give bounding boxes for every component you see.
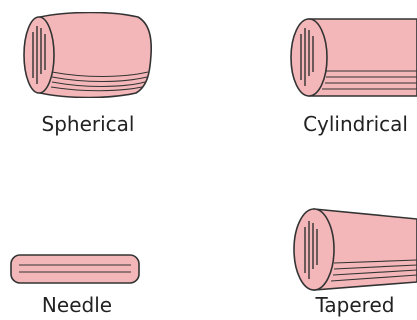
tapered-roller-icon bbox=[290, 207, 417, 292]
spherical-label: Spherical bbox=[20, 112, 156, 136]
spherical-roller-icon bbox=[18, 12, 154, 98]
needle-label: Needle bbox=[13, 293, 141, 317]
cylindrical-roller-icon bbox=[284, 14, 417, 100]
tapered-label: Tapered bbox=[295, 293, 415, 317]
cylindrical-label: Cylindrical bbox=[288, 112, 417, 136]
needle-roller-icon bbox=[9, 252, 141, 286]
